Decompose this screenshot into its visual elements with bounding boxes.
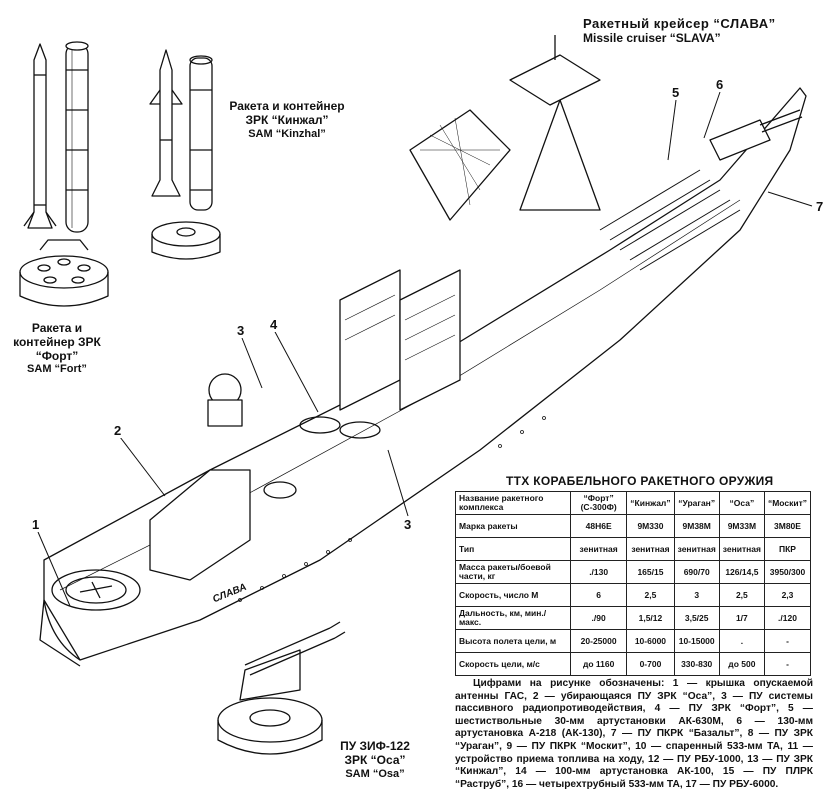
kinzhal-container-drawing — [189, 55, 213, 211]
ttx-row-label: Дальность, км, мин./ макс. — [455, 606, 571, 630]
ttx-cell: ./90 — [569, 606, 628, 630]
kinzhal-launcher-drawing — [151, 221, 221, 260]
fort-missile-drawing — [23, 43, 57, 229]
ttx-row-label: Марка ракеты — [455, 514, 571, 538]
ttx-col-header: “Москит” — [763, 491, 812, 515]
ttx-cell: 330-830 — [673, 652, 720, 676]
ttx-cell: зенитная — [718, 537, 765, 561]
ttx-cell: 9М330 — [626, 514, 675, 538]
ttx-cell: 48Н6Е — [569, 514, 628, 538]
osa-caption: ПУ ЗИФ-122 ЗРК “Оса” SAM “Osa” — [330, 739, 420, 780]
ttx-cell: 10-15000 — [673, 629, 720, 653]
ttx-row-label: Масса ракеты/боевой части, кг — [455, 560, 571, 584]
osa-launcher-drawing — [217, 621, 346, 755]
ttx-cell: 3 — [673, 583, 720, 607]
ttx-cell: 2,5 — [718, 583, 765, 607]
ship-hull-drawing — [39, 35, 807, 667]
callout-5: 5 — [670, 85, 682, 100]
ttx-row-label: Тип — [455, 537, 571, 561]
kinzhal-caption-ru: Ракета и контейнер ЗРК “Кинжал” — [229, 99, 345, 127]
fort-caption: Ракета и контейнер ЗРК “Форт” SAM “Fort” — [12, 321, 102, 376]
ttx-col-header: “Ураган” — [673, 491, 720, 515]
ttx-cell: 1,5/12 — [626, 606, 675, 630]
ttx-cell: 3,5/25 — [673, 606, 720, 630]
ttx-cell: 9М38М — [673, 514, 720, 538]
fort-revolver-drawing — [19, 239, 109, 307]
callout-4: 4 — [268, 317, 280, 332]
fort-container-drawing — [65, 41, 89, 233]
callout-3b: 3 — [402, 517, 414, 532]
legend-text: Цифрами на рисунке обозначены: 1 — крышк… — [455, 678, 813, 790]
ttx-col-header: Название ракетного комплекса — [455, 491, 571, 515]
ttx-cell: зенитная — [569, 537, 628, 561]
title-en: Missile cruiser “SLAVA” — [583, 31, 721, 45]
ttx-row-label: Скорость цели, м/с — [455, 652, 571, 676]
ttx-cell: зенитная — [673, 537, 720, 561]
ttx-col-header: “Оса” — [718, 491, 765, 515]
ttx-cell: 2,3 — [763, 583, 812, 607]
ttx-cell: 2,5 — [626, 583, 675, 607]
ttx-col-header: “Форт” (С-300Ф) — [569, 491, 628, 515]
ttx-row-label: Высота полета цели, м — [455, 629, 571, 653]
osa-caption-ru: ПУ ЗИФ-122 ЗРК “Оса” — [340, 739, 410, 767]
ttx-row: Скорость цели, м/с до 1160 0-700 330-830… — [455, 652, 812, 676]
ttx-cell: 3950/300 — [763, 560, 812, 584]
ttx-row: Скорость, число М 6 2,5 3 2,5 2,3 — [455, 583, 812, 607]
callout-3: 3 — [235, 323, 247, 338]
ttx-row: Масса ракеты/боевой части, кг ./130 165/… — [455, 560, 812, 584]
ttx-cell: ./120 — [763, 606, 812, 630]
ttx-row: Высота полета цели, м 20-25000 10-6000 1… — [455, 629, 812, 653]
ttx-col-header: “Кинжал” — [626, 491, 675, 515]
ttx-title: ТТХ КОРАБЕЛЬНОГО РАКЕТНОГО ОРУЖИЯ — [506, 474, 774, 488]
callout-7: 7 — [814, 199, 826, 214]
ttx-cell: зенитная — [626, 537, 675, 561]
ttx-cell: до 500 — [718, 652, 765, 676]
ttx-row: Тип зенитная зенитная зенитная зенитная … — [455, 537, 812, 561]
ttx-cell: 690/70 — [673, 560, 720, 584]
ttx-cell: 20-25000 — [569, 629, 628, 653]
ttx-cell: ./130 — [569, 560, 628, 584]
title-ru: Ракетный крейсер “СЛАВА” — [583, 16, 776, 31]
ttx-cell: 1/7 — [718, 606, 765, 630]
kinzhal-missile-drawing — [149, 49, 183, 197]
osa-caption-en: SAM “Osa” — [345, 767, 405, 780]
ttx-cell: . — [718, 629, 765, 653]
ttx-cell: - — [763, 652, 812, 676]
ttx-cell: до 1160 — [569, 652, 628, 676]
ttx-cell: 10-6000 — [626, 629, 675, 653]
ttx-cell: 9М33М — [718, 514, 765, 538]
ttx-row: Марка ракеты 48Н6Е 9М330 9М38М 9М33М 3М8… — [455, 514, 812, 538]
ttx-cell: 3М80Е — [763, 514, 812, 538]
kinzhal-caption-en: SAM “Kinzhal” — [248, 127, 326, 140]
ttx-cell: ПКР — [763, 537, 812, 561]
title-block: Ракетный крейсер “СЛАВА” Missile cruiser… — [583, 16, 803, 45]
ttx-table: Название ракетного комплекса “Форт” (С-3… — [455, 491, 812, 676]
ttx-cell: 126/14,5 — [718, 560, 765, 584]
ttx-row-label: Скорость, число М — [455, 583, 571, 607]
fort-caption-en: SAM “Fort” — [27, 363, 87, 376]
ttx-cell: 6 — [569, 583, 628, 607]
fort-caption-ru: Ракета и контейнер ЗРК “Форт” — [13, 321, 101, 363]
ttx-header-row: Название ракетного комплекса “Форт” (С-3… — [455, 491, 812, 515]
ttx-cell: 0-700 — [626, 652, 675, 676]
callout-1: 1 — [30, 517, 42, 532]
ttx-cell: - — [763, 629, 812, 653]
ttx-row: Дальность, км, мин./ макс. ./90 1,5/12 3… — [455, 606, 812, 630]
callout-6: 6 — [714, 77, 726, 92]
kinzhal-caption: Ракета и контейнер ЗРК “Кинжал” SAM “Kin… — [222, 99, 352, 140]
ttx-cell: 165/15 — [626, 560, 675, 584]
callout-2: 2 — [112, 423, 124, 438]
